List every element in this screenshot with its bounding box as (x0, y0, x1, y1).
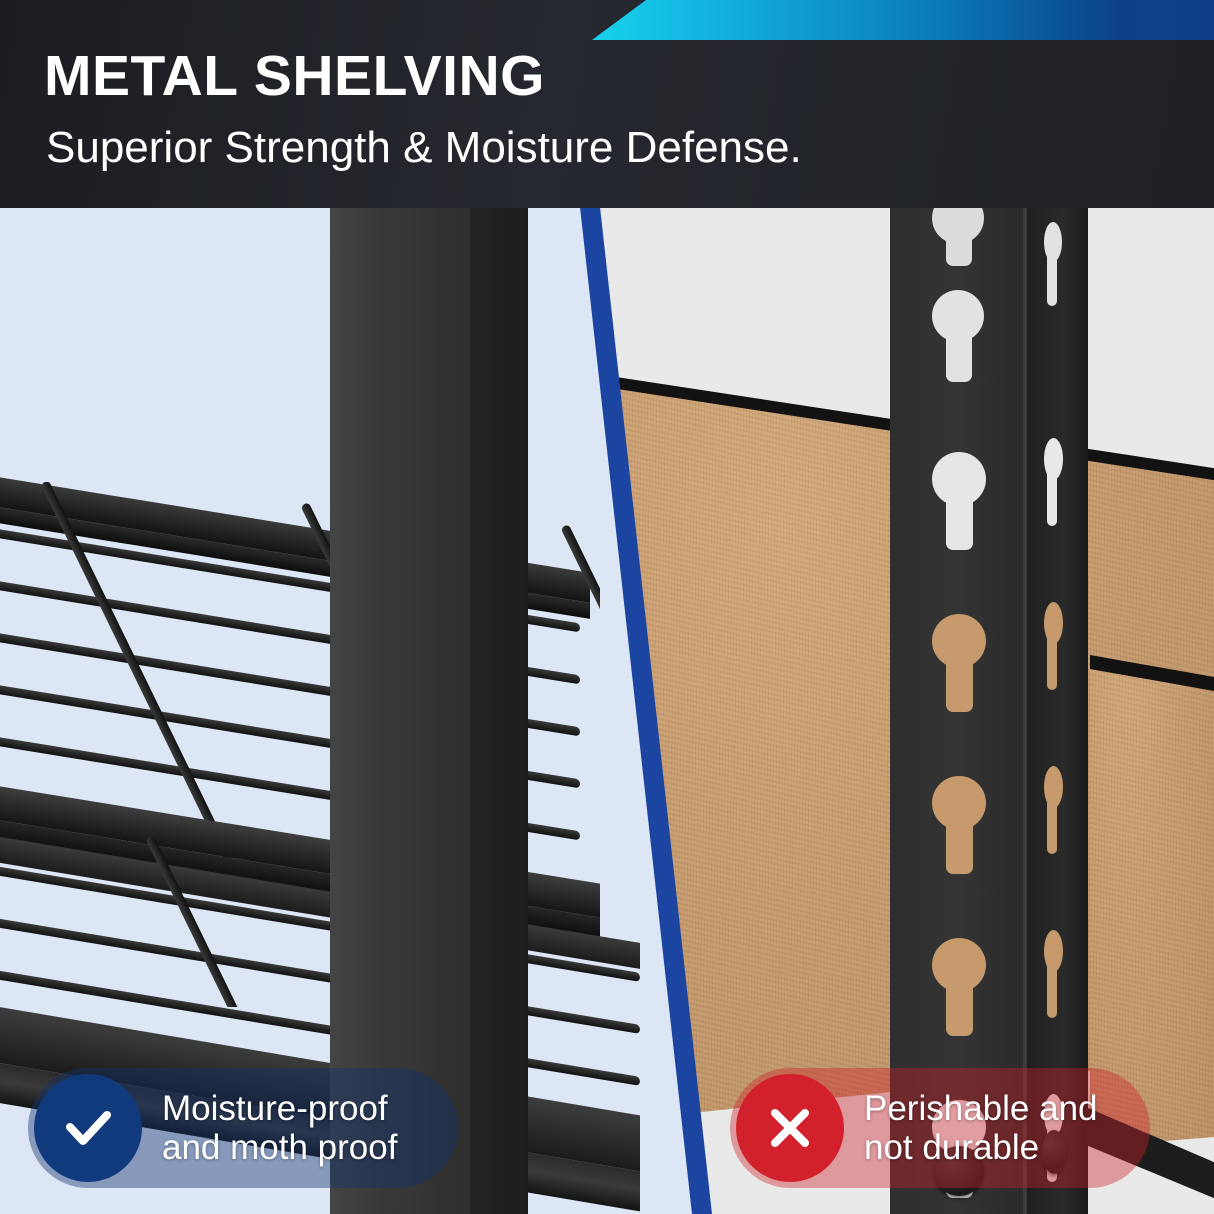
product-photo-scene (0, 207, 1214, 1214)
feature-badge-negative-label: Perishable and not durable (864, 1088, 1098, 1167)
check-icon (34, 1074, 142, 1182)
shelf-post-center-left (330, 207, 530, 1214)
particleboard-shelf-right (1090, 447, 1214, 1147)
post-side-face (470, 207, 528, 1214)
shelf-post-right-perforated (890, 207, 1110, 1214)
header-banner: METAL SHELVING Superior Strength & Moist… (0, 0, 1214, 208)
feature-badge-positive-label: Moisture-proof and moth proof (162, 1088, 398, 1167)
feature-badge-positive: Moisture-proof and moth proof (28, 1068, 458, 1188)
board-surface-right (1090, 669, 1214, 1147)
post-front-face (330, 207, 470, 1214)
page-subtitle: Superior Strength & Moisture Defense. (46, 123, 802, 172)
header-accent-stripe (592, 0, 1214, 40)
shelf-support-bracket-right (1086, 1107, 1214, 1214)
post-side-face (1026, 207, 1088, 1214)
feature-badge-negative: Perishable and not durable (730, 1068, 1150, 1188)
grid-wire-cross (145, 837, 255, 1007)
page-title: METAL SHELVING (44, 44, 546, 108)
post-rivet-bumper (1042, 1130, 1066, 1174)
x-icon (736, 1074, 844, 1182)
post-rivet-bumper (934, 1146, 984, 1196)
wire-grid-shelf-lower (0, 827, 640, 1086)
